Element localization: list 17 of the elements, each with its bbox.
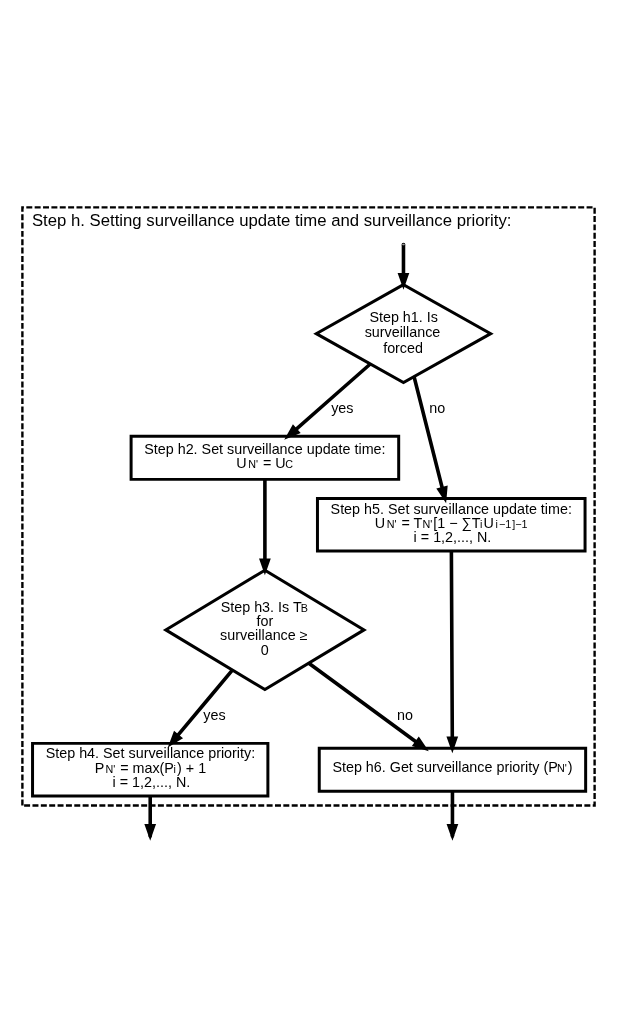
arrow <box>307 661 429 752</box>
edge-label: yes <box>203 707 226 724</box>
node-box: Step h2. Set surveillance update time: UN' = UC <box>129 434 401 481</box>
arrow <box>397 245 410 290</box>
arrow <box>284 362 372 440</box>
arrow <box>412 376 448 504</box>
edge-label: no <box>429 400 446 417</box>
arrow <box>259 479 271 576</box>
node-diamond: Step h3. Is TB for surveillance ≥ 0 <box>162 568 367 692</box>
node-box: Step h4. Set surveillance priority: PN' = max(Pi) + 1 i = 1,2,..., N. <box>31 741 270 798</box>
edge-label: yes <box>331 400 354 417</box>
node-box: Step h5. Set surveillance update time: UN' = TN'[1 − ∑TiUi−1]−1 i = 1,2,..., N. <box>315 497 587 553</box>
arrow <box>446 551 459 754</box>
edge-label: no <box>397 707 414 724</box>
node-box: Step h6. Get surveillance priority (PN') <box>317 746 588 793</box>
arrow <box>167 668 234 748</box>
node-diamond: Step h1. Is surveillance forced <box>313 282 494 385</box>
